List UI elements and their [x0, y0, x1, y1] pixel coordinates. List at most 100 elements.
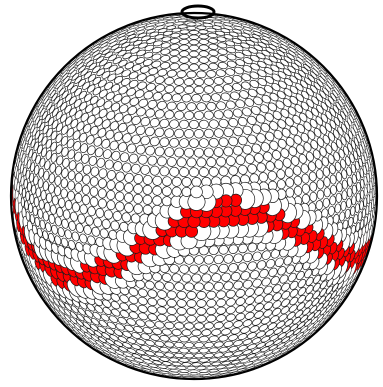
packed-cell [87, 206, 96, 216]
packed-cell [187, 157, 197, 167]
packed-cell [156, 289, 167, 299]
packed-cell [177, 70, 187, 78]
packed-cell [218, 335, 228, 342]
packed-cell [187, 103, 197, 111]
packed-cell [244, 153, 256, 166]
packed-cell [371, 199, 373, 208]
packed-cell [240, 326, 251, 335]
packed-cell [355, 203, 360, 213]
packed-cell [157, 306, 168, 315]
packed-cell [205, 156, 217, 168]
packed-cell [232, 74, 243, 84]
packed-cell [199, 57, 209, 64]
packed-cell [330, 175, 337, 185]
packed-cell [184, 353, 193, 358]
packed-cell [184, 255, 194, 264]
packed-cell [43, 181, 49, 191]
packed-cell [133, 203, 144, 214]
packed-cell [75, 162, 84, 173]
packed-cell [230, 327, 241, 335]
packed-cell [115, 192, 124, 201]
packed-cell [197, 26, 206, 30]
packed-cell [164, 109, 175, 120]
packed-cell [147, 288, 159, 299]
packed-cell [137, 153, 150, 166]
packed-cell [172, 362, 182, 367]
packed-cell [154, 340, 164, 347]
packed-cell [206, 290, 217, 299]
packed-cell [213, 109, 224, 120]
packed-cell [115, 181, 125, 191]
packed-cell [237, 164, 249, 176]
packed-cell [179, 348, 189, 354]
packed-cell [204, 78, 214, 86]
packed-cell [189, 336, 198, 342]
packed-cell [108, 139, 120, 151]
packed-cell [95, 208, 104, 219]
packed-cell [197, 315, 207, 322]
packed-cell [187, 366, 196, 369]
packed-cell [164, 77, 175, 86]
packed-cell [202, 362, 212, 366]
packed-cell [342, 180, 348, 190]
packed-cell [110, 220, 121, 232]
packed-cell [217, 136, 229, 148]
packed-cell [165, 156, 178, 169]
packed-cell [227, 117, 239, 129]
packed-cell [167, 69, 177, 77]
packed-cell [197, 307, 207, 315]
packed-cell [189, 64, 198, 71]
packed-cell [194, 129, 204, 138]
packed-cell [194, 148, 204, 158]
packed-cell [163, 127, 175, 138]
packed-cell [184, 342, 193, 348]
packed-cell [323, 177, 330, 187]
packed-cell [199, 358, 209, 363]
packed-cell [194, 86, 204, 94]
packed-cell [366, 205, 370, 215]
packed-cell [196, 102, 206, 111]
packed-cell [364, 187, 367, 196]
packed-cell [231, 82, 242, 92]
packed-cell [370, 192, 372, 201]
packed-cell [179, 264, 189, 274]
packed-cell [268, 139, 280, 151]
packed-cell [282, 157, 293, 168]
packed-cell [22, 188, 26, 197]
packed-cell [196, 157, 207, 168]
packed-cell [199, 264, 209, 274]
packed-cell [91, 226, 101, 237]
packed-cell [203, 254, 214, 265]
packed-cell [179, 57, 189, 64]
packed-cell [180, 30, 190, 35]
packed-cell [189, 348, 198, 353]
packed-cell [37, 209, 43, 219]
packed-cell [82, 164, 91, 175]
packed-cell [48, 214, 55, 224]
packed-cell [228, 334, 238, 342]
packed-cell [98, 178, 107, 188]
packed-cell [187, 315, 196, 322]
packed-cell [179, 336, 189, 342]
packed-cell [192, 94, 202, 102]
packed-cell [328, 206, 335, 216]
packed-cell [253, 302, 264, 312]
packed-cell [222, 145, 235, 158]
packed-cell [158, 165, 171, 178]
packed-cell [75, 172, 84, 182]
packed-cell [189, 40, 198, 45]
packed-cell [208, 119, 219, 130]
packed-cell [189, 30, 198, 34]
packed-cell [189, 373, 198, 375]
packed-cell [52, 196, 58, 206]
packed-cell [206, 315, 216, 323]
packed-cell [143, 195, 153, 205]
packed-cell [199, 120, 209, 130]
packed-cell [263, 293, 275, 304]
packed-cell [172, 329, 182, 336]
packed-cell [204, 353, 214, 358]
packed-cell [309, 182, 317, 192]
packed-cell [112, 160, 123, 172]
packed-cell [174, 282, 185, 291]
packed-cell [151, 271, 163, 282]
